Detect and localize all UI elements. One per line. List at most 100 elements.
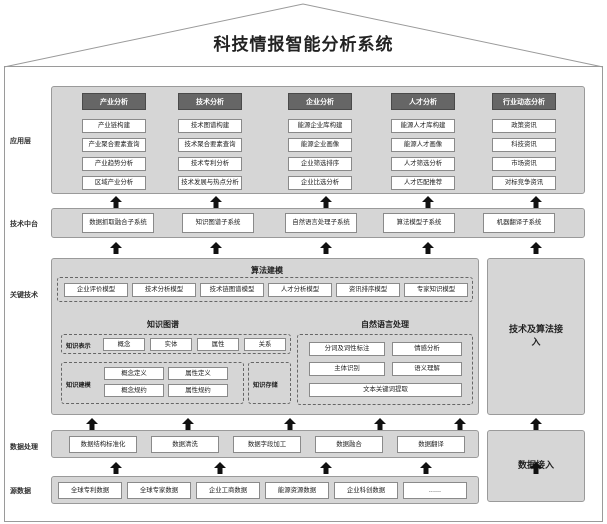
model-box: 专家知识模型 [404,283,468,297]
processing-step: 数据结构标准化 [69,436,137,453]
app-item: 技术图谱构建 [178,119,242,133]
nlp-item: 分词及词性标注 [309,342,385,356]
app-item: 技术专利分析 [178,157,242,171]
model-box: 企业评价模型 [64,283,128,297]
up-arrow-icon [320,242,332,254]
nlp-item: 情感分析 [392,342,462,356]
kg-representation-group [61,334,291,354]
nlp-item: 主体识别 [309,362,385,376]
nlp-item: 语义理解 [392,362,462,376]
up-arrow-icon [182,418,194,430]
app-item: 能源人才画像 [391,138,455,152]
kg-construction-item: 属性规约 [168,384,228,397]
up-arrow-icon [320,462,332,474]
system-frame [4,66,603,522]
processing-step: 数据字段加工 [233,436,301,453]
app-item: 企业比选分析 [288,176,352,190]
page-title: 科技情报智能分析系统 [213,35,394,55]
up-arrow-icon [374,418,386,430]
processing-step: 数据融合 [315,436,383,453]
app-item: 市场资讯 [492,157,556,171]
up-arrow-icon [210,196,222,208]
app-item: 科技资讯 [492,138,556,152]
up-arrow-icon [530,242,542,254]
up-arrow-icon [284,418,296,430]
kg-representation-item: 关系 [244,338,286,351]
kg-title: 知识图谱 [147,320,179,329]
kg-construction-item: 概念规约 [104,384,164,397]
up-arrow-icon [110,196,122,208]
app-item: 人才筛选分析 [391,157,455,171]
up-arrow-icon [454,418,466,430]
roof-outline [3,3,604,68]
up-arrow-icon [86,418,98,430]
up-arrow-icon [214,462,226,474]
app-item: 能源企业库构建 [288,119,352,133]
app-item: 人才匹配推荐 [391,176,455,190]
kg-construction-group [61,362,244,404]
layer-label-data-processing: 数据处理 [10,443,38,451]
app-item: 产业聚合要素查询 [82,138,146,152]
app-item: 技术聚合要素查询 [178,138,242,152]
app-item: 企业筛选排序 [288,157,352,171]
processing-step: 数据清洗 [151,436,219,453]
source-item: 企业工商数据 [196,482,260,499]
model-box: 技术链图谱模型 [200,283,264,297]
app-item: 技术发展与热点分析 [178,176,242,190]
source-item: 能源资源数据 [265,482,329,499]
subsystem-box: 自然语言处理子系统 [285,213,357,233]
nlp-group [297,334,473,405]
kg-storage-label: 知识存储 [253,382,278,389]
nlp-title: 自然语言处理 [361,320,409,329]
model-box: 技术分析模型 [132,283,196,297]
kg-representation-item: 属性 [197,338,239,351]
tech-access-label: 技术及算法接入 [508,324,563,348]
layer-label-tech-center: 技术中台 [10,220,38,228]
app-item: 能源人才库构建 [391,119,455,133]
subsystem-box: 数据抓取融合子系统 [82,213,154,233]
model-box: 人才分析模型 [268,283,332,297]
up-arrow-icon [210,242,222,254]
kg-construction-label: 知识建模 [66,382,91,389]
subsystem-box: 机器翻译子系统 [483,213,555,233]
up-arrow-icon [422,242,434,254]
source-item: 企业科创数据 [334,482,398,499]
app-item: 产业趋势分析 [82,157,146,171]
subsystem-box: 知识图谱子系统 [182,213,254,233]
model-box: 资讯排序模型 [336,283,400,297]
layer-label-key-tech: 关键技术 [10,291,38,299]
source-item: 全球专家数据 [127,482,191,499]
up-arrow-icon [530,418,542,430]
up-arrow-icon [320,196,332,208]
source-item: ...... [403,482,467,499]
up-arrow-icon [530,196,542,208]
kg-representation-item: 实体 [150,338,192,351]
kg-construction-item: 属性定义 [168,367,228,380]
app-item: 区域产业分析 [82,176,146,190]
up-arrow-icon [110,242,122,254]
app-column-header: 技术分析 [178,93,242,110]
app-column-header: 人才分析 [391,93,455,110]
subsystem-box: 算法模型子系统 [383,213,455,233]
up-arrow-icon [420,462,432,474]
kg-construction-item: 概念定义 [104,367,164,380]
kg-representation-label: 知识表示 [66,343,91,350]
processing-step: 数据翻译 [397,436,465,453]
source-item: 全球专利数据 [58,482,122,499]
app-column-header: 行业动态分析 [492,93,556,110]
app-item: 产业链构建 [82,119,146,133]
nlp-item: 文本关键词提取 [309,383,462,397]
kg-storage-group [248,362,291,404]
up-arrow-icon [422,196,434,208]
up-arrow-icon [530,462,542,474]
app-column-header: 企业分析 [288,93,352,110]
up-arrow-icon [110,462,122,474]
layer-label-application: 应用层 [10,137,31,145]
tech-access-panel: 技术及算法接入 [487,258,585,415]
kg-representation-item: 概念 [103,338,145,351]
app-column-header: 产业分析 [82,93,146,110]
app-item: 对标竞争资讯 [492,176,556,190]
app-item: 政策资讯 [492,119,556,133]
layer-label-source-data: 源数据 [10,487,31,495]
algorithm-group [57,277,473,302]
